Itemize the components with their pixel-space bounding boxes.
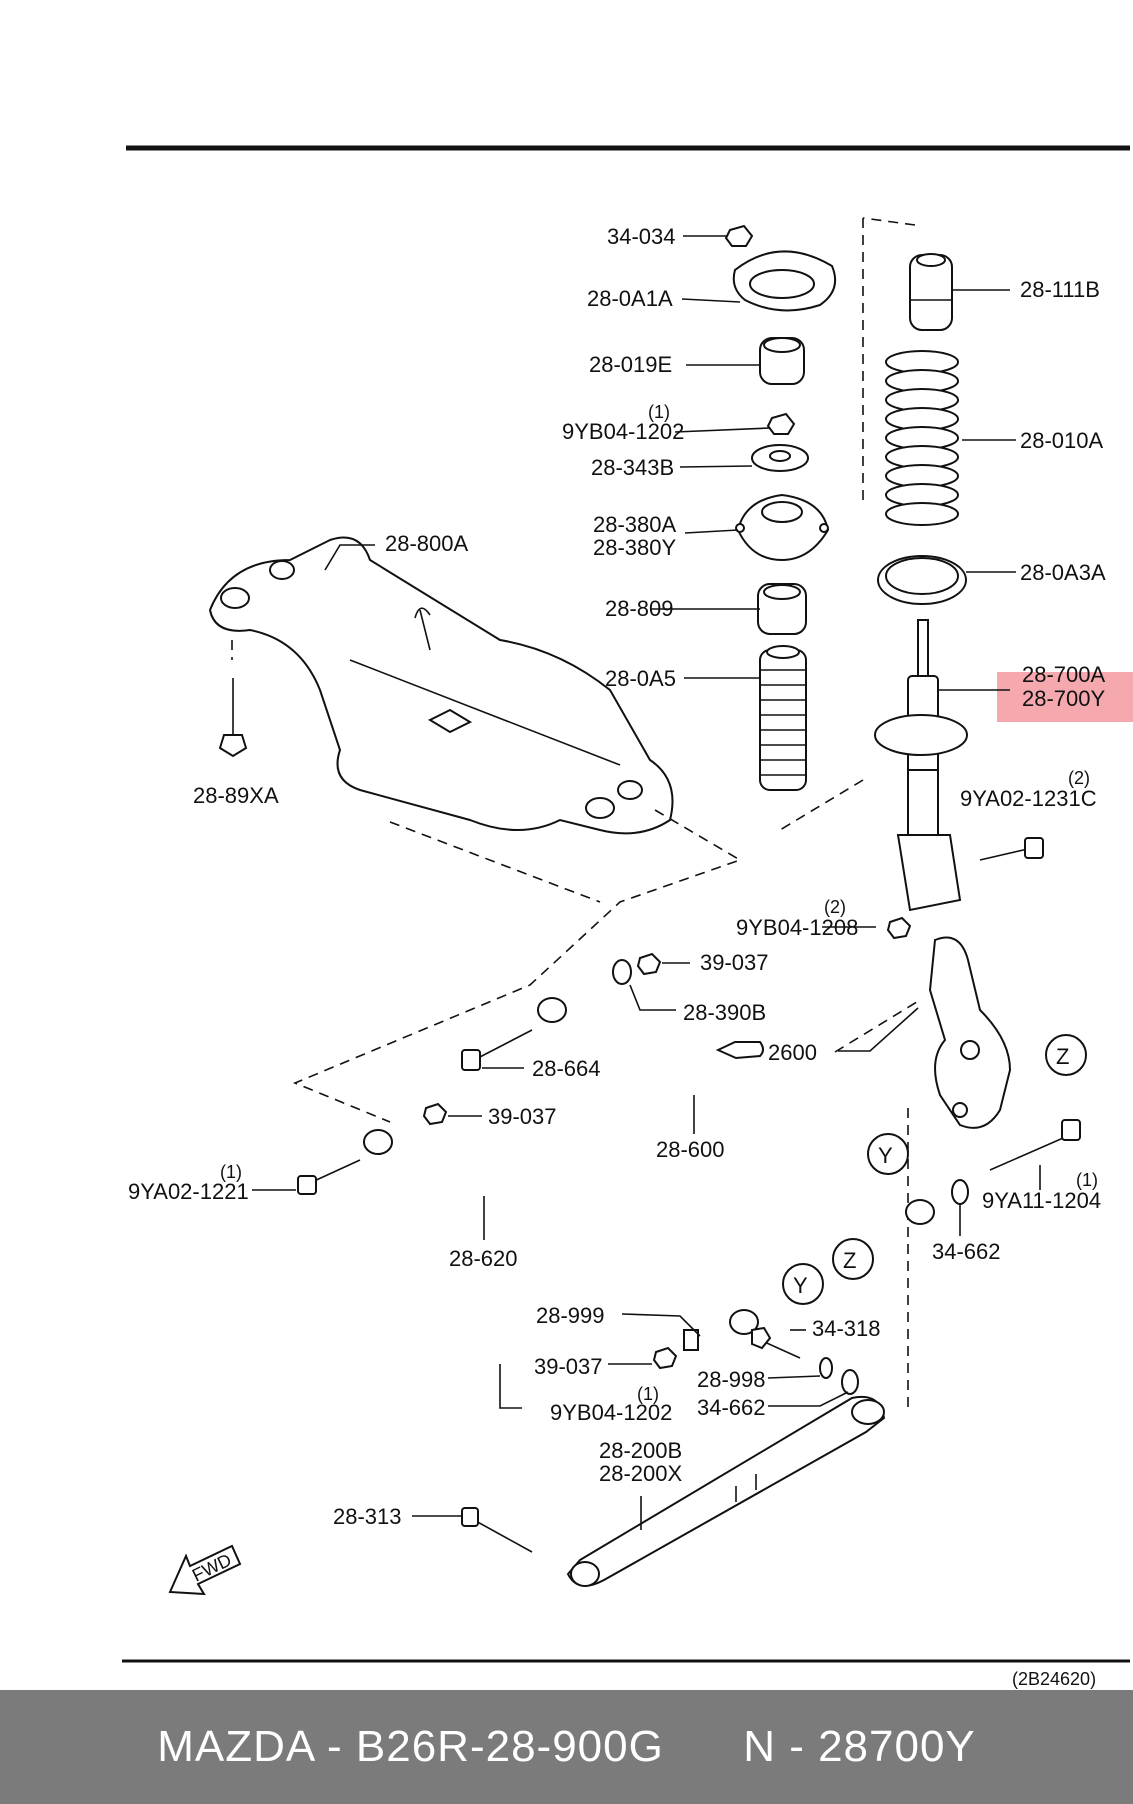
label-9yb04-1202-qty: (1) (648, 402, 670, 422)
marker-z1-label: Z (1056, 1044, 1069, 1069)
marker-z2 (832, 1238, 874, 1280)
label-9yb04-1202b-qty: (1) (637, 1384, 659, 1404)
label-9yb04-1208-qty: (2) (824, 897, 846, 917)
marker-y1 (867, 1133, 909, 1175)
label-28-664: 28-664 (532, 1056, 601, 1081)
diagram-reference: (2B24620) (1012, 1669, 1096, 1689)
footer-bar: MAZDA - B26R-28-900G N - 28700Y (0, 1690, 1133, 1804)
label-28-999: 28-999 (536, 1303, 605, 1328)
bracket-dash-2 (862, 217, 916, 226)
label-9ya02-1221-qty: (1) (220, 1162, 242, 1182)
strut-upper-parts (724, 224, 836, 791)
marker-y2 (782, 1263, 824, 1305)
marker-y1-label: Y (878, 1143, 893, 1168)
crossmember (208, 536, 674, 835)
fasteners (297, 952, 1081, 1553)
parts-diagram: 34-034 28-0A1A 28-019E (1) 9YB04-1202 28… (122, 145, 1133, 1689)
label-28-313: 28-313 (333, 1504, 402, 1529)
coil-loop (885, 502, 959, 526)
lateral-link-28600 (537, 997, 935, 1225)
label-28-380y: 28-380Y (593, 535, 677, 560)
knuckle (928, 936, 1012, 1129)
label-28-0a1a: 28-0A1A (587, 286, 673, 311)
label-39-037-mid: 39-037 (488, 1104, 557, 1129)
bolt-2889xa (218, 678, 248, 758)
label-39-037-lower: 39-037 (534, 1354, 603, 1379)
label-28-390b: 28-390B (683, 1000, 766, 1025)
lateral-link-28620 (363, 1129, 759, 1335)
label-28-200x: 28-200X (599, 1461, 683, 1486)
spring-shock (874, 253, 968, 912)
marker-z1 (1045, 1034, 1087, 1076)
label-28-700a: 28-700A (1022, 662, 1106, 687)
footer-spacer (664, 1722, 743, 1772)
label-28-010a: 28-010A (1020, 428, 1104, 453)
label-28-809: 28-809 (605, 596, 674, 621)
footer-brand-part: MAZDA - B26R-28-900G (157, 1722, 664, 1771)
label-39-037-upper: 39-037 (700, 950, 769, 975)
cm-dash-2 (292, 809, 742, 1123)
label-9ya02-1231c-qty: (2) (1068, 768, 1090, 788)
label-28-600: 28-600 (656, 1137, 725, 1162)
highlight-28700 (997, 672, 1133, 722)
reference-markers (782, 1034, 1087, 1305)
label-34-662-right: 34-662 (932, 1239, 1001, 1264)
label-34-662-lower: 34-662 (697, 1395, 766, 1420)
fwd-arrow-icon (168, 1544, 242, 1596)
marker-y2-label: Y (793, 1273, 808, 1298)
label-28-0a5: 28-0A5 (605, 666, 676, 691)
label-9ya11-1204-qty: (1) (1076, 1170, 1098, 1190)
label-28-343b: 28-343B (591, 455, 674, 480)
label-28-019e: 28-019E (589, 352, 672, 377)
label-28-380a: 28-380A (593, 512, 677, 537)
trailing-link (566, 1396, 886, 1587)
marker-z2-label: Z (843, 1248, 856, 1273)
label-28-89xa: 28-89XA (193, 783, 279, 808)
footer-number: N - 28700Y (743, 1722, 976, 1771)
label-34-318: 34-318 (812, 1316, 881, 1341)
leader-lines (252, 235, 1041, 1530)
label-9ya02-1221: 9YA02-1221 (128, 1179, 249, 1204)
label-28-998: 28-998 (697, 1367, 766, 1392)
label-28-620: 28-620 (449, 1246, 518, 1271)
label-9yb04-1208: 9YB04-1208 (736, 915, 858, 940)
pointing-hand-icon (715, 1041, 764, 1060)
label-2600: 2600 (768, 1040, 817, 1065)
label-28-700y: 28-700Y (1022, 686, 1106, 711)
label-34-034: 34-034 (607, 224, 676, 249)
label-9yb04-1202-lower: 9YB04-1202 (550, 1400, 672, 1425)
label-9ya02-1231c: 9YA02-1231C (960, 786, 1097, 811)
upper-bolts (886, 837, 1044, 940)
label-9ya11-1204: 9YA11-1204 (982, 1188, 1101, 1213)
label-9yb04-1202: 9YB04-1202 (562, 419, 684, 444)
label-28-800a: 28-800A (385, 531, 469, 556)
label-28-0a3a: 28-0A3A (1020, 560, 1106, 585)
label-28-200b: 28-200B (599, 1438, 682, 1463)
label-28-111b: 28-111B (1020, 277, 1100, 302)
cm-dash-3 (389, 821, 601, 903)
